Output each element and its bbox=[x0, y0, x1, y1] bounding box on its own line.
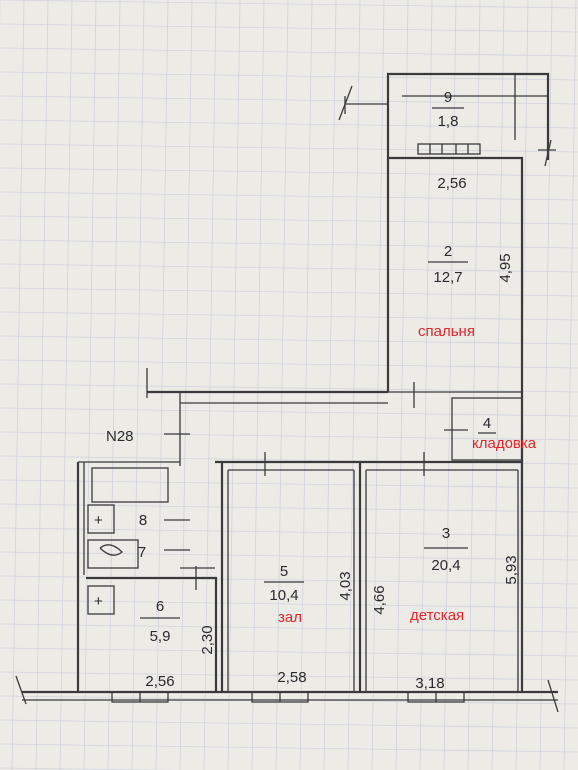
grid-line bbox=[0, 287, 578, 297]
room-6-area: 5,9 bbox=[150, 628, 171, 645]
grid-line bbox=[275, 0, 289, 770]
dim-kids-length: 5,93 bbox=[503, 555, 520, 584]
grid-line bbox=[0, 551, 578, 561]
grid-line bbox=[0, 623, 578, 633]
svg-text:+: + bbox=[94, 512, 103, 529]
grid-line bbox=[0, 527, 578, 537]
room-7-number: 7 bbox=[138, 544, 146, 561]
grid-line bbox=[0, 95, 578, 105]
grid-line bbox=[0, 503, 578, 513]
dim-hall-length: 4,03 bbox=[337, 571, 354, 600]
room-5: 5 10,4 зал bbox=[264, 563, 304, 626]
grid-line bbox=[0, 359, 578, 369]
grid-line bbox=[347, 0, 361, 770]
grid-line bbox=[0, 23, 578, 33]
room-2-number: 2 bbox=[444, 243, 452, 260]
grid-line bbox=[0, 215, 578, 225]
grid-line bbox=[0, 239, 578, 249]
grid-line bbox=[0, 167, 578, 177]
grid-line bbox=[203, 0, 217, 770]
room-5-area: 10,4 bbox=[269, 587, 298, 604]
room-4-name: кладовка bbox=[472, 435, 537, 452]
room-3: 3 20,4 детская bbox=[410, 525, 468, 624]
grid-line bbox=[419, 0, 433, 770]
grid-line bbox=[107, 0, 121, 770]
grid-line bbox=[0, 143, 578, 153]
room-9: 9 1,8 bbox=[432, 89, 464, 130]
dim-balcony-width: 2,56 bbox=[437, 175, 466, 192]
grid-line bbox=[227, 0, 241, 770]
grid-line bbox=[323, 0, 337, 770]
grid-line bbox=[0, 407, 578, 417]
grid-line bbox=[0, 119, 578, 129]
grid-line bbox=[0, 311, 578, 321]
dim-kids-inner: 4,66 bbox=[371, 585, 388, 614]
grid-line bbox=[0, 431, 578, 441]
room-4: 4 кладовка bbox=[472, 415, 537, 452]
walls: + + bbox=[15, 72, 559, 713]
room-3-name: детская bbox=[410, 607, 464, 624]
grid-line bbox=[0, 719, 578, 729]
room-6-number: 6 bbox=[156, 598, 164, 615]
grid-line bbox=[0, 47, 578, 57]
room-2-area: 12,7 bbox=[433, 269, 462, 286]
grid-line bbox=[0, 479, 578, 489]
grid-line bbox=[0, 0, 578, 9]
room-2: 2 12,7 спальня bbox=[418, 243, 475, 340]
grid-line bbox=[0, 191, 578, 201]
grid-line bbox=[179, 0, 193, 770]
dim-bedroom-length: 4,95 bbox=[497, 253, 514, 282]
grid-line bbox=[491, 0, 505, 770]
grid-line bbox=[155, 0, 169, 770]
svg-text:+: + bbox=[94, 593, 103, 610]
dim-kitchen-length: 2,30 bbox=[199, 625, 216, 654]
dim-kitchen-width: 2,56 bbox=[145, 673, 174, 690]
grid-line bbox=[0, 599, 578, 609]
grid-line bbox=[0, 335, 578, 345]
grid-line bbox=[131, 0, 145, 770]
grid-line bbox=[35, 0, 49, 770]
grid-line bbox=[0, 263, 578, 273]
grid-line bbox=[0, 647, 578, 657]
room-6: 6 5,9 bbox=[140, 598, 180, 645]
dim-kids-width: 3,18 bbox=[415, 675, 444, 692]
grid-line bbox=[467, 0, 481, 770]
grid-line bbox=[443, 0, 457, 770]
grid-line bbox=[539, 0, 553, 770]
grid-line bbox=[395, 0, 409, 770]
grid-line bbox=[563, 0, 577, 770]
grid-line bbox=[0, 743, 578, 753]
room-4-number: 4 bbox=[483, 415, 491, 432]
dim-hall-width: 2,58 bbox=[277, 669, 306, 686]
room-3-area: 20,4 bbox=[431, 557, 460, 574]
room-5-name: зал bbox=[278, 609, 302, 626]
grid-line bbox=[0, 383, 578, 393]
room-9-area: 1,8 bbox=[438, 113, 459, 130]
room-2-name: спальня bbox=[418, 323, 475, 340]
grid-line bbox=[0, 671, 578, 681]
entrance-label: N28 bbox=[106, 428, 134, 445]
grid-line bbox=[251, 0, 265, 770]
room-8-number: 8 bbox=[139, 512, 147, 529]
room-5-number: 5 bbox=[280, 563, 288, 580]
grid-line bbox=[371, 0, 385, 770]
grid-line bbox=[0, 767, 174, 770]
room-3-number: 3 bbox=[442, 525, 450, 542]
grid-line bbox=[11, 0, 25, 770]
room-9-number: 9 bbox=[444, 89, 452, 106]
grid-line bbox=[299, 0, 313, 770]
grid-line bbox=[0, 71, 578, 81]
